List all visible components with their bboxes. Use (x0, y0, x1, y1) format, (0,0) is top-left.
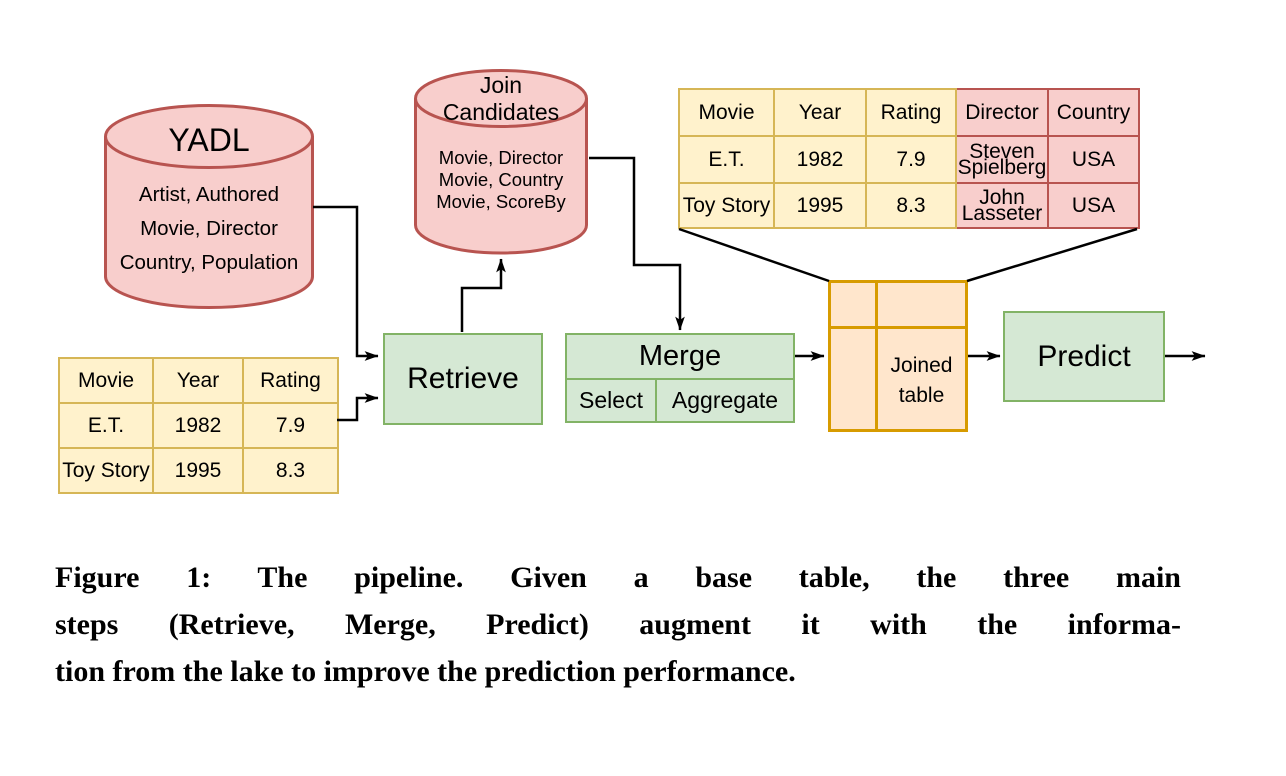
table-cell: E.T. (678, 135, 775, 184)
yadl-item-list: Artist, Authored Movie, Director Country… (103, 178, 315, 280)
column-header: Movie (678, 88, 775, 137)
merge-step-box: Merge Select Aggregate (565, 333, 795, 423)
base-table: Movie Year Rating E.T. 1982 7.9 Toy Stor… (58, 357, 339, 494)
table-cell: 7.9 (242, 402, 339, 449)
database-cylinder-icon (414, 69, 588, 255)
retrieve-label: Retrieve (407, 362, 519, 395)
caption-line: Figure 1: The pipeline. Given a base tab… (55, 561, 1181, 594)
join-candidates-cylinder: Join Candidates Movie, Director Movie, C… (413, 68, 589, 256)
yadl-item: Country, Population (119, 251, 299, 274)
table-row: Toy Story 1995 8.3 (58, 447, 339, 494)
predict-label: Predict (1037, 339, 1131, 373)
merge-select-cell: Select (565, 378, 657, 423)
column-header: Director (955, 88, 1049, 137)
caption-line: tion from the lake to improve the predic… (55, 655, 796, 688)
retrieve-step-box: Retrieve (383, 333, 543, 425)
table-cell: USA (1047, 182, 1140, 229)
column-header: Year (152, 357, 244, 404)
caption-line: steps (Retrieve, Merge, Predict) augment… (55, 608, 1181, 641)
table-cell: E.T. (58, 402, 154, 449)
table-cell: 1982 (152, 402, 244, 449)
table-cell: 8.3 (865, 182, 957, 229)
aggregate-label: Aggregate (671, 387, 779, 413)
merge-aggregate-cell: Aggregate (655, 378, 795, 423)
table-cell: 1995 (152, 447, 244, 494)
table-cell: Steven Spielberg (955, 135, 1049, 184)
join-candidate-item: Movie, Director (438, 147, 564, 168)
arrow-basetable-to-retrieve (337, 393, 379, 422)
merge-header: Merge (565, 333, 795, 380)
join-candidates-title: Join Candidates (442, 72, 560, 125)
join-candidates-item-list: Movie, Director Movie, Country Movie, Sc… (413, 147, 589, 213)
column-header: Year (773, 88, 867, 137)
yadl-item: Movie, Director (140, 217, 278, 240)
table-cell: Toy Story (678, 182, 775, 229)
database-cylinder-icon (104, 104, 314, 309)
arrow-yadl-to-retrieve (313, 205, 379, 361)
merge-label: Merge (638, 340, 722, 372)
joined-table-column-divider (875, 283, 878, 429)
table-cell: 7.9 (865, 135, 957, 184)
table-cell: John Lasseter (955, 182, 1049, 229)
join-candidate-item: Movie, ScoreBy (436, 191, 566, 212)
predict-step-box: Predict (1003, 311, 1165, 402)
base-table-header-row: Movie Year Rating (58, 357, 339, 404)
projection-line-left (678, 227, 830, 283)
table-row: Toy Story 1995 8.3 John Lasseter USA (678, 182, 1140, 229)
column-header: Rating (242, 357, 339, 404)
table-row: E.T. 1982 7.9 Steven Spielberg USA (678, 135, 1140, 184)
yadl-item: Artist, Authored (138, 183, 280, 206)
arrow-joincandidates-to-merge (589, 156, 685, 331)
arrow-retrieve-to-joincandidates (460, 258, 506, 332)
joined-table-box: Joined table (828, 280, 968, 432)
table-row: E.T. 1982 7.9 (58, 402, 339, 449)
select-label: Select (579, 387, 643, 413)
yadl-datalake-cylinder: YADL Artist, Authored Movie, Director Co… (103, 103, 315, 310)
joined-table-label: Joined table (890, 354, 953, 407)
yadl-title: YADL (168, 122, 250, 158)
column-header: Movie (58, 357, 154, 404)
figure-caption: Figure 1: The pipeline. Given a base tab… (55, 554, 1181, 695)
augmented-table-header-row: Movie Year Rating Director Country (678, 88, 1140, 137)
augmented-table: Movie Year Rating Director Country E.T. … (678, 88, 1140, 229)
table-cell: 8.3 (242, 447, 339, 494)
column-header: Country (1047, 88, 1140, 137)
table-cell: 1982 (773, 135, 867, 184)
join-candidate-item: Movie, Country (438, 169, 564, 190)
table-cell: USA (1047, 135, 1140, 184)
table-cell: 1995 (773, 182, 867, 229)
column-header: Rating (865, 88, 957, 137)
table-cell: Toy Story (58, 447, 154, 494)
projection-line-right (966, 227, 1138, 283)
joined-table-header-divider (831, 326, 965, 329)
